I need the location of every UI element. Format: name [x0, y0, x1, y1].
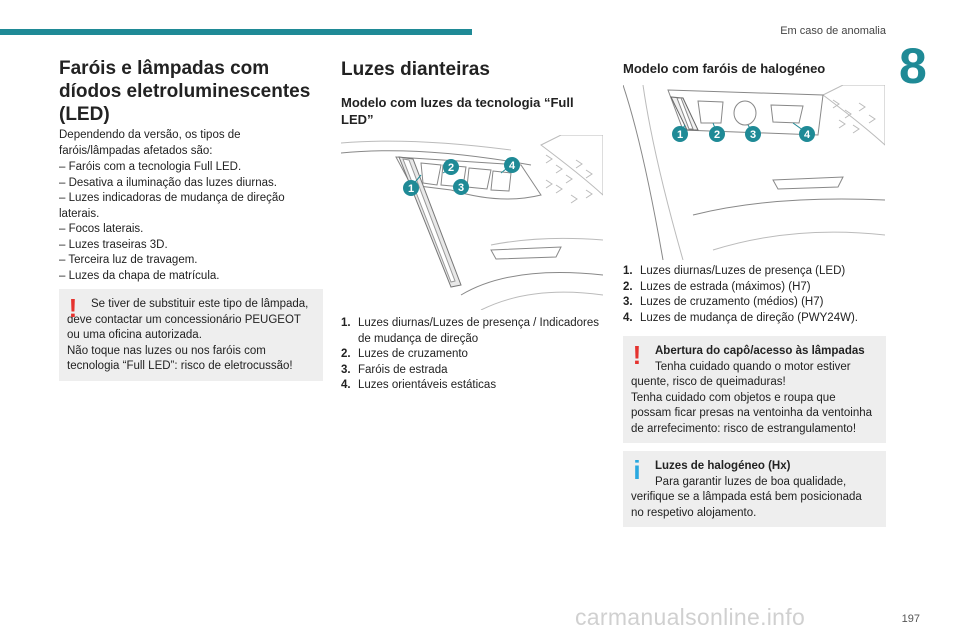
section-title-front-lights: Luzes dianteiras — [341, 59, 490, 80]
info-icon: i — [633, 455, 641, 485]
warning-text: Tenha cuidado quando o motor estiver que… — [631, 360, 873, 435]
list-item: 2.Luzes de cruzamento — [341, 348, 468, 360]
section-title-led: Faróis e lâmpadas com díodos eletrolumin… — [59, 58, 311, 125]
list-item: 4.Luzes de mudança de direção (PWY24W). — [623, 311, 858, 324]
callout-label-4: 4 — [509, 160, 516, 172]
lamp-type-list: – Faróis com a tecnologia Full LED. – De… — [59, 160, 324, 284]
info-box-halogen: i Luzes de halogéneo (Hx) Para garantir … — [623, 451, 886, 527]
full-led-headlight-diagram: 1 2 3 4 — [341, 135, 603, 310]
subtitle-halogen: Modelo com faróis de halogéneo — [623, 61, 826, 76]
watermark-text: carmanualsonline.info — [575, 604, 806, 630]
callout-badge-1 — [672, 126, 688, 142]
list-item: – Luzes indicadoras de mudança de direçã… — [59, 192, 285, 220]
callout-badge-4 — [799, 126, 815, 142]
callout-label-4: 4 — [804, 129, 811, 141]
callout-badge-3 — [453, 179, 469, 195]
page-number: 197 — [901, 613, 920, 625]
list-item: 3.Faróis de estrada — [341, 363, 448, 376]
halogen-headlight-diagram: 1 2 3 4 — [623, 85, 885, 260]
callout-label-2: 2 — [448, 162, 454, 174]
list-item: 4.Luzes orientáveis estáticas — [341, 379, 497, 391]
callout-label-1: 1 — [677, 129, 683, 141]
list-item: – Terceira luz de travagem. — [59, 254, 198, 266]
full-led-legend: 1.Luzes diurnas/Luzes de presença / Indi… — [341, 316, 603, 394]
list-item: 1.Luzes diurnas/Luzes de presença / Indi… — [341, 317, 600, 345]
callout-badge-3 — [745, 126, 761, 142]
warning-title: Abertura do capô/acesso às lâmpadas — [655, 345, 865, 357]
list-item: – Faróis com a tecnologia Full LED. — [59, 161, 242, 173]
chapter-number: 8 — [899, 38, 927, 94]
warning-box-hood: ! Abertura do capô/acesso às lâmpadas Te… — [623, 336, 886, 443]
list-item: – Luzes da chapa de matrícula. — [59, 269, 220, 282]
intro-text: Dependendo da versão, os tipos de faróis… — [59, 129, 241, 157]
callout-label-2: 2 — [714, 129, 720, 141]
info-text: Para garantir luzes de boa qualidade, ve… — [631, 475, 862, 519]
list-item: – Luzes traseiras 3D. — [59, 238, 168, 251]
callout-badge-1 — [403, 180, 419, 196]
list-item: – Desativa a iluminação das luzes diurna… — [59, 176, 277, 189]
subtitle-full-led: Modelo com luzes da tecnologia “Full LED… — [341, 95, 574, 127]
warning-text: Se tiver de substituir este tipo de lâmp… — [67, 298, 309, 372]
callout-badge-2 — [709, 126, 725, 142]
callout-label-3: 3 — [458, 182, 464, 194]
callout-label-1: 1 — [408, 183, 414, 195]
warning-box-led: ! Se tiver de substituir este tipo de lâ… — [59, 289, 323, 381]
header-accent-bar — [0, 29, 472, 35]
info-title: Luzes de halogéneo (Hx) — [655, 460, 791, 472]
halogen-legend: 1.Luzes diurnas/Luzes de presença (LED) … — [623, 264, 887, 326]
warning-icon: ! — [68, 293, 78, 323]
list-item: 2.Luzes de estrada (máximos) (H7) — [623, 280, 811, 293]
section-header: Em caso de anomalia — [780, 25, 886, 37]
callout-badge-2 — [443, 159, 459, 175]
warning-icon: ! — [632, 340, 642, 370]
list-item: – Focos laterais. — [59, 223, 144, 235]
callout-badge-4 — [504, 157, 520, 173]
list-item: 3.Luzes de cruzamento (médios) (H7) — [623, 296, 824, 308]
list-item: 1.Luzes diurnas/Luzes de presença (LED) — [623, 265, 846, 277]
callout-label-3: 3 — [750, 129, 756, 141]
